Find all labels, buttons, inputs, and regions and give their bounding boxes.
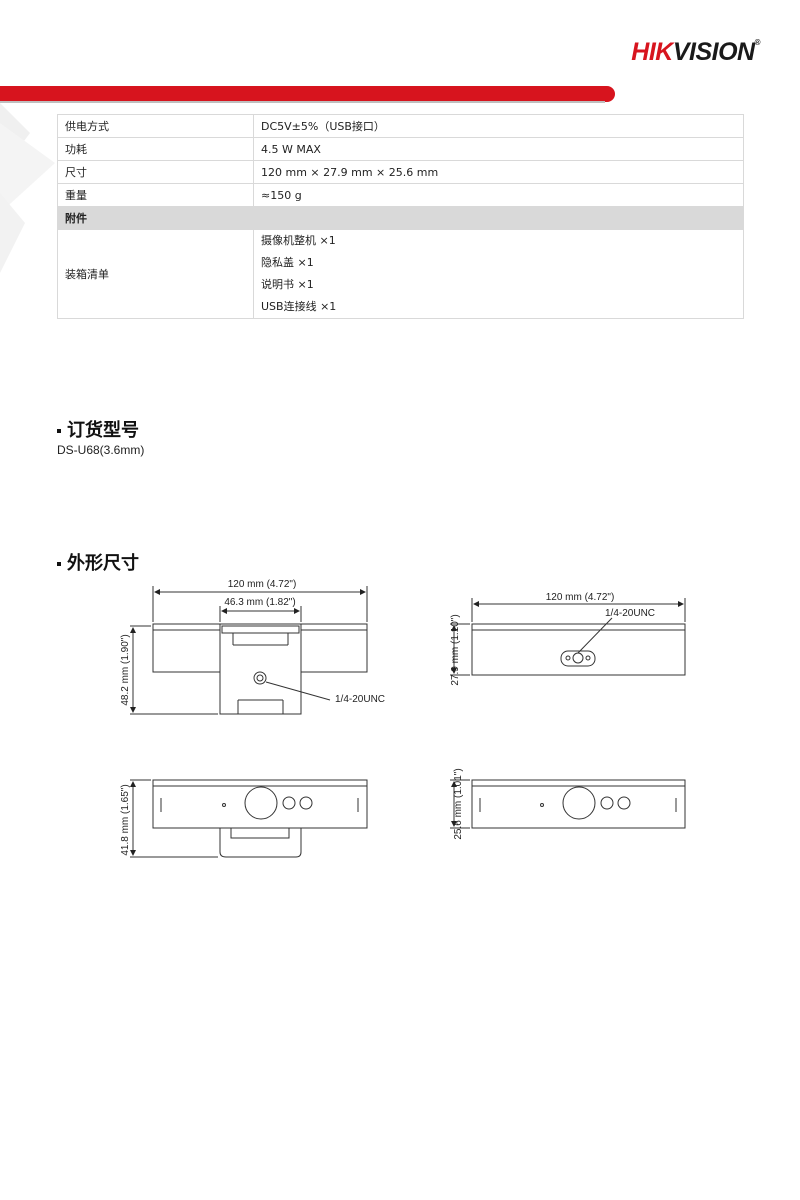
label-height-bottom-left: 41.8 mm (1.65") bbox=[120, 784, 131, 855]
label-width-mount: 46.3 mm (1.82") bbox=[224, 597, 295, 608]
spec-section-accessories: 附件 bbox=[57, 206, 744, 230]
drawing-front-view bbox=[130, 586, 368, 715]
dimensions-heading: 外形尺寸 bbox=[57, 549, 139, 575]
label-thread-back: 1/4-20UNC bbox=[605, 608, 655, 619]
spec-row-packing: 装箱清单 摄像机整机 ×1 隐私盖 ×1 说明书 ×1 USB连接线 ×1 bbox=[57, 229, 744, 319]
label-width-back: 120 mm (4.72") bbox=[546, 592, 615, 603]
label-width-total: 120 mm (4.72") bbox=[228, 579, 297, 590]
spec-label: 功耗 bbox=[57, 137, 254, 161]
decorative-shapes bbox=[0, 103, 55, 273]
drawing-top-view bbox=[450, 779, 686, 829]
packing-item: USB连接线 ×1 bbox=[261, 300, 337, 313]
spec-value: DC5V±5%（USB接口） bbox=[253, 114, 744, 138]
spec-label: 尺寸 bbox=[57, 160, 254, 184]
spec-value: 120 mm × 27.9 mm × 25.6 mm bbox=[253, 160, 744, 184]
label-height-back: 27.9 mm (1.10") bbox=[450, 614, 461, 685]
label-height-bottom-right: 25.6 mm (1.01") bbox=[453, 768, 464, 839]
packing-item: 摄像机整机 ×1 bbox=[261, 234, 336, 247]
drawing-back-view bbox=[450, 598, 686, 676]
dimension-drawings: 120 mm (4.72") 46.3 mm (1.82") 1/4-20UNC… bbox=[120, 579, 686, 858]
header-grey-line bbox=[0, 101, 605, 103]
label-height-front: 48.2 mm (1.90") bbox=[120, 634, 131, 705]
spec-value: ≈150 g bbox=[253, 183, 744, 207]
section-title: 附件 bbox=[57, 206, 744, 230]
spec-row-power: 供电方式 DC5V±5%（USB接口） bbox=[57, 114, 744, 138]
packing-item: 说明书 ×1 bbox=[261, 278, 314, 291]
drawing-top-view-mount bbox=[130, 779, 368, 858]
spec-label: 供电方式 bbox=[57, 114, 254, 138]
spec-value: 4.5 W MAX bbox=[253, 137, 744, 161]
spec-row-weight: 重量 ≈150 g bbox=[57, 183, 744, 207]
spec-label: 重量 bbox=[57, 183, 254, 207]
spec-label: 装箱清单 bbox=[57, 229, 254, 319]
packing-item: 隐私盖 ×1 bbox=[261, 256, 314, 269]
ordering-heading: 订货型号 bbox=[57, 416, 139, 442]
model-number: DS-U68(3.6mm) bbox=[57, 443, 145, 457]
spec-row-consumption: 功耗 4.5 W MAX bbox=[57, 137, 744, 161]
packing-list: 摄像机整机 ×1 隐私盖 ×1 说明书 ×1 USB连接线 ×1 bbox=[253, 229, 744, 319]
label-thread-front: 1/4-20UNC bbox=[335, 694, 385, 705]
header-red-bar bbox=[0, 86, 615, 102]
bullet-icon bbox=[57, 429, 61, 433]
spec-row-size: 尺寸 120 mm × 27.9 mm × 25.6 mm bbox=[57, 160, 744, 184]
hikvision-logo: HIKVISION® bbox=[631, 38, 760, 66]
bullet-icon bbox=[57, 562, 61, 566]
spec-table: 供电方式 DC5V±5%（USB接口） 功耗 4.5 W MAX 尺寸 120 … bbox=[57, 114, 744, 319]
